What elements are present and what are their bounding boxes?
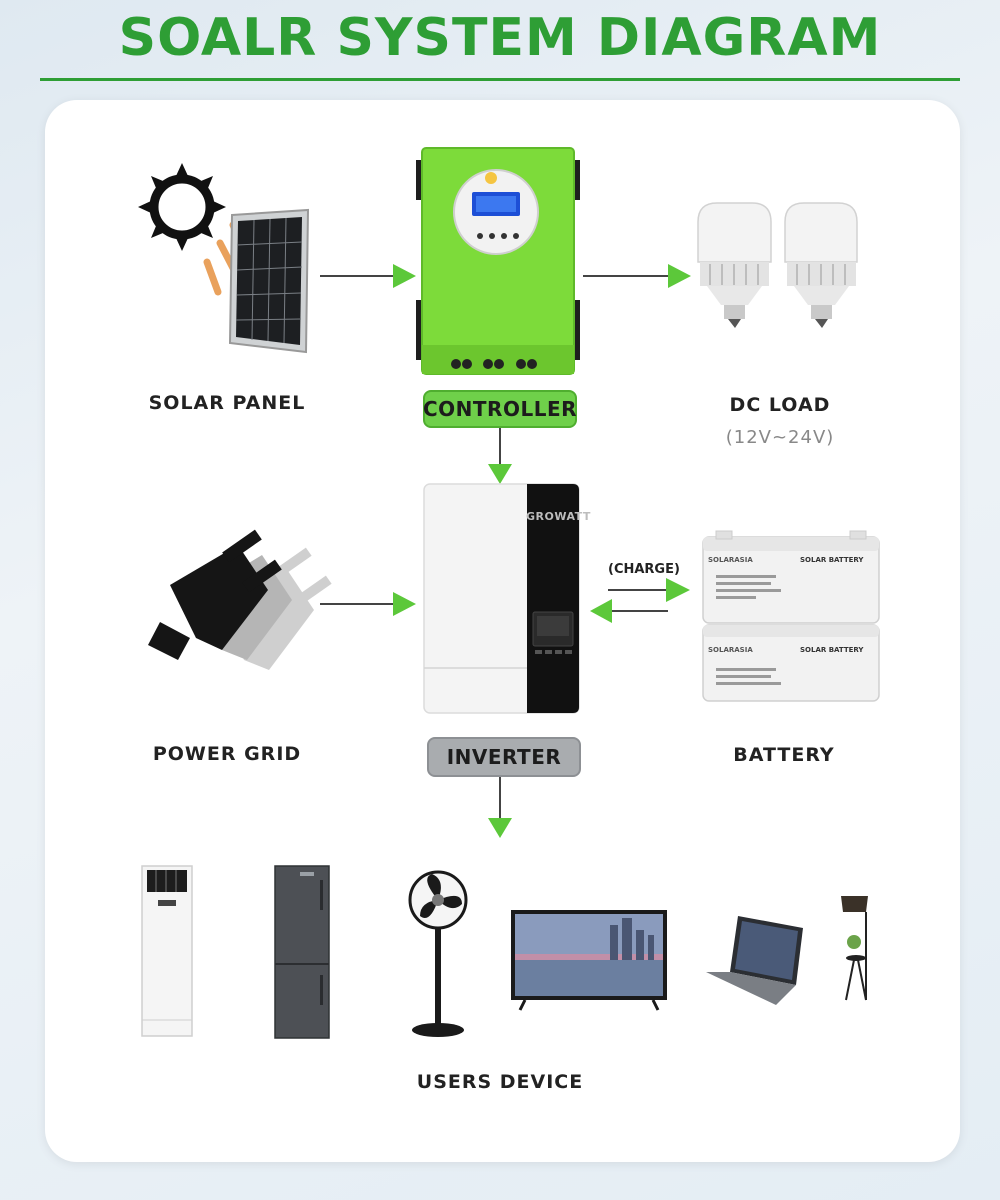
- battery-brand-top: SOLARASIA: [708, 556, 753, 564]
- led-bulb-icon: [784, 202, 858, 328]
- battery-label-bottom: SOLAR BATTERY: [800, 646, 864, 654]
- sun-icon: [138, 163, 226, 251]
- battery-label: BATTERY: [733, 744, 835, 766]
- arrow-inverter-to-devices: [488, 775, 512, 838]
- solar-panel-label: SOLAR PANEL: [148, 392, 306, 414]
- arrow-controller-to-inverter: [488, 427, 512, 484]
- floor-lamp-icon: [841, 896, 868, 1001]
- inverter-brand-logo: GROWATT: [526, 510, 591, 523]
- television-icon: [511, 910, 667, 1011]
- fan-icon: [408, 870, 468, 1037]
- battery-brand-bottom: SOLARASIA: [708, 646, 753, 654]
- laptop-icon: [706, 916, 803, 1005]
- arrow-solar-to-controller: [320, 264, 416, 288]
- arrow-battery-to-inverter: [590, 599, 668, 623]
- battery-icon: [702, 530, 880, 624]
- inverter-pill: INVERTER: [427, 737, 581, 777]
- users-device-label: USERS DEVICE: [416, 1071, 584, 1093]
- arrow-controller-to-dcload: [583, 264, 691, 288]
- charge-label: (CHARGE): [608, 562, 680, 577]
- page-title: SOALR SYSTEM DIAGRAM: [118, 8, 882, 68]
- arrow-inverter-to-battery: [608, 578, 690, 602]
- solar-panel-icon: [228, 208, 310, 354]
- power-plug-icon: [148, 529, 332, 670]
- arrow-grid-to-inverter: [320, 592, 416, 616]
- battery-icon: [702, 624, 880, 702]
- battery-label-top: SOLAR BATTERY: [800, 556, 864, 564]
- charge-controller-icon: [416, 147, 580, 375]
- air-conditioner-icon: [141, 865, 193, 1037]
- power-grid-label: POWER GRID: [152, 743, 302, 765]
- title-underline: [40, 78, 960, 81]
- dc-load-label: DC LOAD: [729, 394, 831, 416]
- led-bulb-icon: [697, 202, 772, 328]
- inverter-icon: [423, 483, 580, 714]
- dc-load-voltage: (12V~24V): [725, 427, 835, 448]
- refrigerator-icon: [274, 865, 330, 1039]
- controller-pill: CONTROLLER: [423, 390, 577, 428]
